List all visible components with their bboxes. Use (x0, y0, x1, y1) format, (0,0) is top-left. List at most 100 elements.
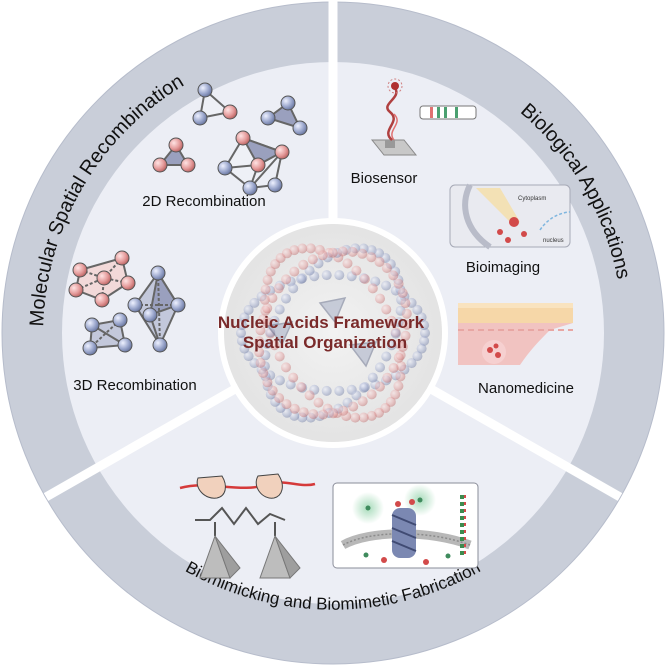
dna-bead (254, 336, 265, 347)
dna-bead (274, 304, 285, 315)
dna-bead (401, 308, 412, 319)
dna-bead (288, 283, 299, 294)
dna-bead (273, 283, 284, 294)
dna-bead (307, 254, 318, 265)
dna-bead (259, 294, 270, 305)
dna-bead (258, 368, 269, 378)
dna-bead (348, 401, 359, 412)
dna-bead (274, 375, 285, 386)
dna-bead (317, 250, 328, 261)
dna-bead (243, 351, 254, 362)
dna-bead-chains (236, 243, 430, 423)
dna-bead (258, 314, 269, 325)
dna-bead (351, 390, 362, 401)
dna-bead (239, 343, 250, 354)
dna-bead (357, 396, 368, 407)
dna-bead (305, 243, 316, 254)
dna-bead (366, 410, 377, 421)
nodes-2d (152, 82, 308, 196)
dna-bead (381, 263, 392, 273)
dna-bead (406, 358, 417, 369)
dna-bead (321, 270, 332, 281)
dna-bead (296, 274, 307, 284)
dna-bead (262, 275, 273, 285)
dna-bead (289, 245, 300, 256)
dna-bead (393, 278, 404, 289)
dna-bead (260, 284, 271, 295)
dna-bead (375, 293, 385, 304)
dna-bead (358, 412, 369, 423)
dna-bead (334, 270, 345, 281)
dna-bead (281, 293, 291, 304)
dna-bead (236, 328, 246, 338)
dna-bead (297, 243, 308, 254)
dna-bead (255, 357, 266, 368)
dna-bead (381, 304, 392, 315)
dna-bead (357, 248, 368, 259)
dna-bead (397, 288, 408, 298)
dna-bead (359, 274, 370, 284)
dna-bead (321, 385, 332, 396)
dna-bead (236, 335, 247, 346)
label-bioimaging: Bioimaging (466, 259, 540, 276)
dna-bead (395, 371, 406, 382)
dna-bead (274, 351, 285, 362)
dna-bead (366, 252, 377, 263)
bioimaging-illustration: Cytoplasm nucleus (449, 183, 571, 250)
dna-bead (374, 256, 385, 267)
center-title-line2: Spatial Organization (243, 333, 407, 352)
label-3d-recombination: 3D Recombination (73, 377, 196, 394)
dna-bead (267, 293, 278, 303)
dna-bead (401, 319, 412, 330)
dna-bead (249, 297, 260, 308)
dna-bead (298, 259, 309, 270)
dna-bead (304, 390, 315, 401)
biomimicking-pyramids-illustration (195, 506, 301, 579)
dna-bead (393, 352, 404, 363)
dna-bead (318, 409, 329, 420)
dna-bead (262, 303, 273, 314)
center-title-line1: Nucleic Acids Framework (218, 313, 425, 332)
dna-bead (254, 347, 265, 358)
label-2d-recombination: 2D Recombination (142, 193, 265, 210)
dna-bead (274, 393, 285, 403)
dna-bead (380, 403, 391, 413)
dna-bead (359, 382, 370, 392)
dna-bead (381, 280, 392, 291)
dna-bead (281, 362, 291, 373)
nodes-3d (68, 250, 186, 356)
dna-bead (381, 351, 392, 362)
label-nucleus: nucleus (543, 238, 564, 244)
dna-bead (386, 340, 397, 351)
dna-bead (419, 320, 430, 331)
dna-bead (419, 335, 430, 346)
biomimicking-membrane-illustration (332, 482, 479, 569)
dna-bead (262, 377, 273, 388)
dna-bead (281, 274, 292, 285)
dna-bead (393, 317, 404, 328)
dna-bead (328, 408, 339, 419)
dna-bead (367, 372, 378, 383)
dna-bead (281, 399, 292, 410)
label-biosensor: Biosensor (351, 170, 418, 187)
dna-bead (239, 312, 250, 323)
dna-bead (374, 381, 385, 392)
dna-bead (289, 403, 300, 414)
dna-bead (269, 315, 280, 326)
dna-bead (366, 389, 377, 400)
dna-bead (393, 381, 404, 391)
center-frameworks (266, 296, 378, 368)
dna-bead (296, 382, 307, 392)
label-nanomedicine: Nanomedicine (478, 380, 574, 397)
dna-bead (350, 412, 361, 423)
dna-bead (289, 266, 300, 277)
dna-bead (347, 246, 358, 257)
dna-bead (375, 362, 385, 373)
dna-bead (412, 351, 423, 362)
dna-bead (338, 405, 349, 416)
dna-bead (397, 341, 408, 352)
dna-bead (313, 397, 324, 408)
nanomedicine-illustration (458, 303, 573, 365)
dna-bead (308, 409, 319, 420)
